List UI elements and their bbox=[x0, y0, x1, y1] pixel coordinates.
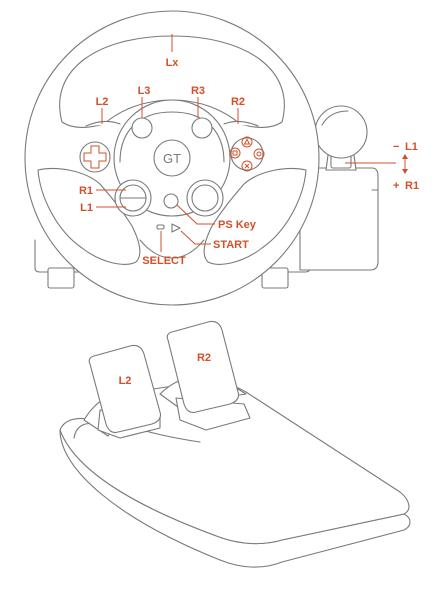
shifter-minus-sign: − bbox=[393, 141, 399, 153]
label-lx: Lx bbox=[166, 57, 180, 69]
wheel-labels: Lx L2 R2 L3 R3 R1 L1 PS Key START SELECT bbox=[79, 57, 257, 267]
square-button bbox=[229, 147, 241, 159]
gear-shifter bbox=[314, 105, 396, 171]
steering-wheel: GT bbox=[24, 10, 320, 306]
label-r1: R1 bbox=[79, 185, 93, 197]
right-dial[interactable] bbox=[186, 179, 224, 217]
label-ps-key: PS Key bbox=[218, 219, 257, 231]
left-dial[interactable] bbox=[114, 179, 152, 217]
shifter-l1-label: L1 bbox=[405, 141, 418, 153]
label-r2: R2 bbox=[231, 96, 245, 108]
pedal-right-label: R2 bbox=[197, 352, 211, 364]
label-l2: L2 bbox=[96, 96, 109, 108]
ps-key-button[interactable] bbox=[163, 193, 179, 209]
shift-direction-arrow bbox=[402, 154, 408, 174]
label-l3: L3 bbox=[138, 85, 151, 97]
wheel-leaders bbox=[96, 34, 239, 252]
label-start: START bbox=[213, 239, 249, 251]
start-button[interactable] bbox=[171, 223, 181, 233]
label-select: SELECT bbox=[142, 255, 186, 267]
shifter-plus-sign: + bbox=[393, 180, 399, 192]
r3-button[interactable] bbox=[191, 117, 213, 139]
shifter-labels: − L1 + R1 bbox=[393, 141, 419, 192]
label-r3: R3 bbox=[191, 85, 205, 97]
dpad[interactable] bbox=[79, 141, 111, 173]
pedal-unit: L2 R2 bbox=[59, 320, 411, 568]
center-logo: GT bbox=[163, 151, 181, 166]
shifter-r1-label: R1 bbox=[405, 180, 419, 192]
face-buttons[interactable] bbox=[229, 136, 265, 172]
left-pedal[interactable] bbox=[88, 344, 162, 434]
triangle-button bbox=[241, 136, 253, 148]
cross-button bbox=[241, 160, 253, 172]
label-l1: L1 bbox=[80, 202, 93, 214]
select-button[interactable] bbox=[156, 224, 165, 230]
right-pedal[interactable] bbox=[166, 320, 240, 414]
l3-button[interactable] bbox=[131, 117, 153, 139]
pedal-left-label: L2 bbox=[119, 375, 132, 387]
circle-button bbox=[253, 148, 265, 160]
